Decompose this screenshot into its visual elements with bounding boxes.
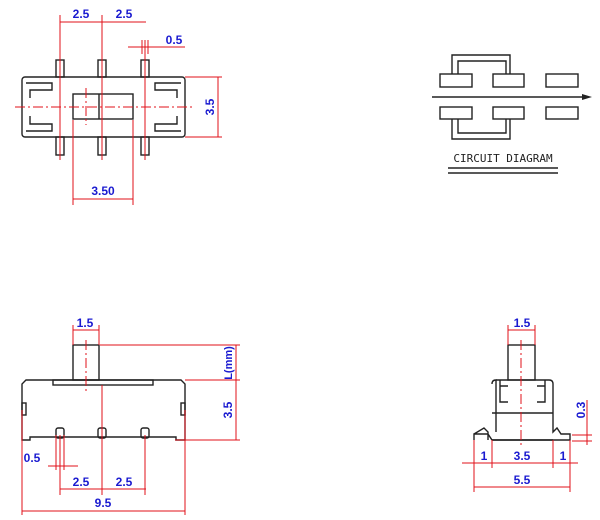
dim-lead-left: 1 <box>481 449 488 463</box>
dim-slider-travel: 3.50 <box>91 184 115 198</box>
dim-body-width: 3.5 <box>514 449 531 463</box>
top-view: 2.5 2.5 0.5 3.5 3.50 <box>15 7 222 205</box>
dim-pitch-left: 2.5 <box>73 7 90 21</box>
dim-pin-width: 0.5 <box>166 33 183 47</box>
dim-actuator-height: L(mm) <box>223 346 235 380</box>
dim-pin-width: 0.5 <box>24 451 41 465</box>
circuit-diagram: CIRCUIT DIAGRAM <box>432 54 592 174</box>
dim-total-width: 5.5 <box>514 473 531 487</box>
dim-pitch-left: 2.5 <box>73 475 90 489</box>
dim-actuator-width: 1.5 <box>514 316 531 330</box>
dim-lead-right: 1 <box>560 449 567 463</box>
dim-lead-thickness: 0.3 <box>574 401 588 418</box>
side-view: 1.5 L(mm) 3.5 0.5 2.5 2.5 9.5 <box>21 316 240 515</box>
dim-total-length: 9.5 <box>95 496 112 510</box>
dim-pitch-right: 2.5 <box>116 475 133 489</box>
dim-body-height: 3.5 <box>203 98 217 115</box>
arrow-icon <box>582 94 592 100</box>
circuit-title: CIRCUIT DIAGRAM <box>453 152 553 165</box>
dim-body-height: 3.5 <box>221 401 235 418</box>
dim-pitch-right: 2.5 <box>116 7 133 21</box>
front-view: 1.5 0.3 1 3.5 1 5.5 <box>462 316 592 492</box>
dim-actuator-width: 1.5 <box>77 316 94 330</box>
